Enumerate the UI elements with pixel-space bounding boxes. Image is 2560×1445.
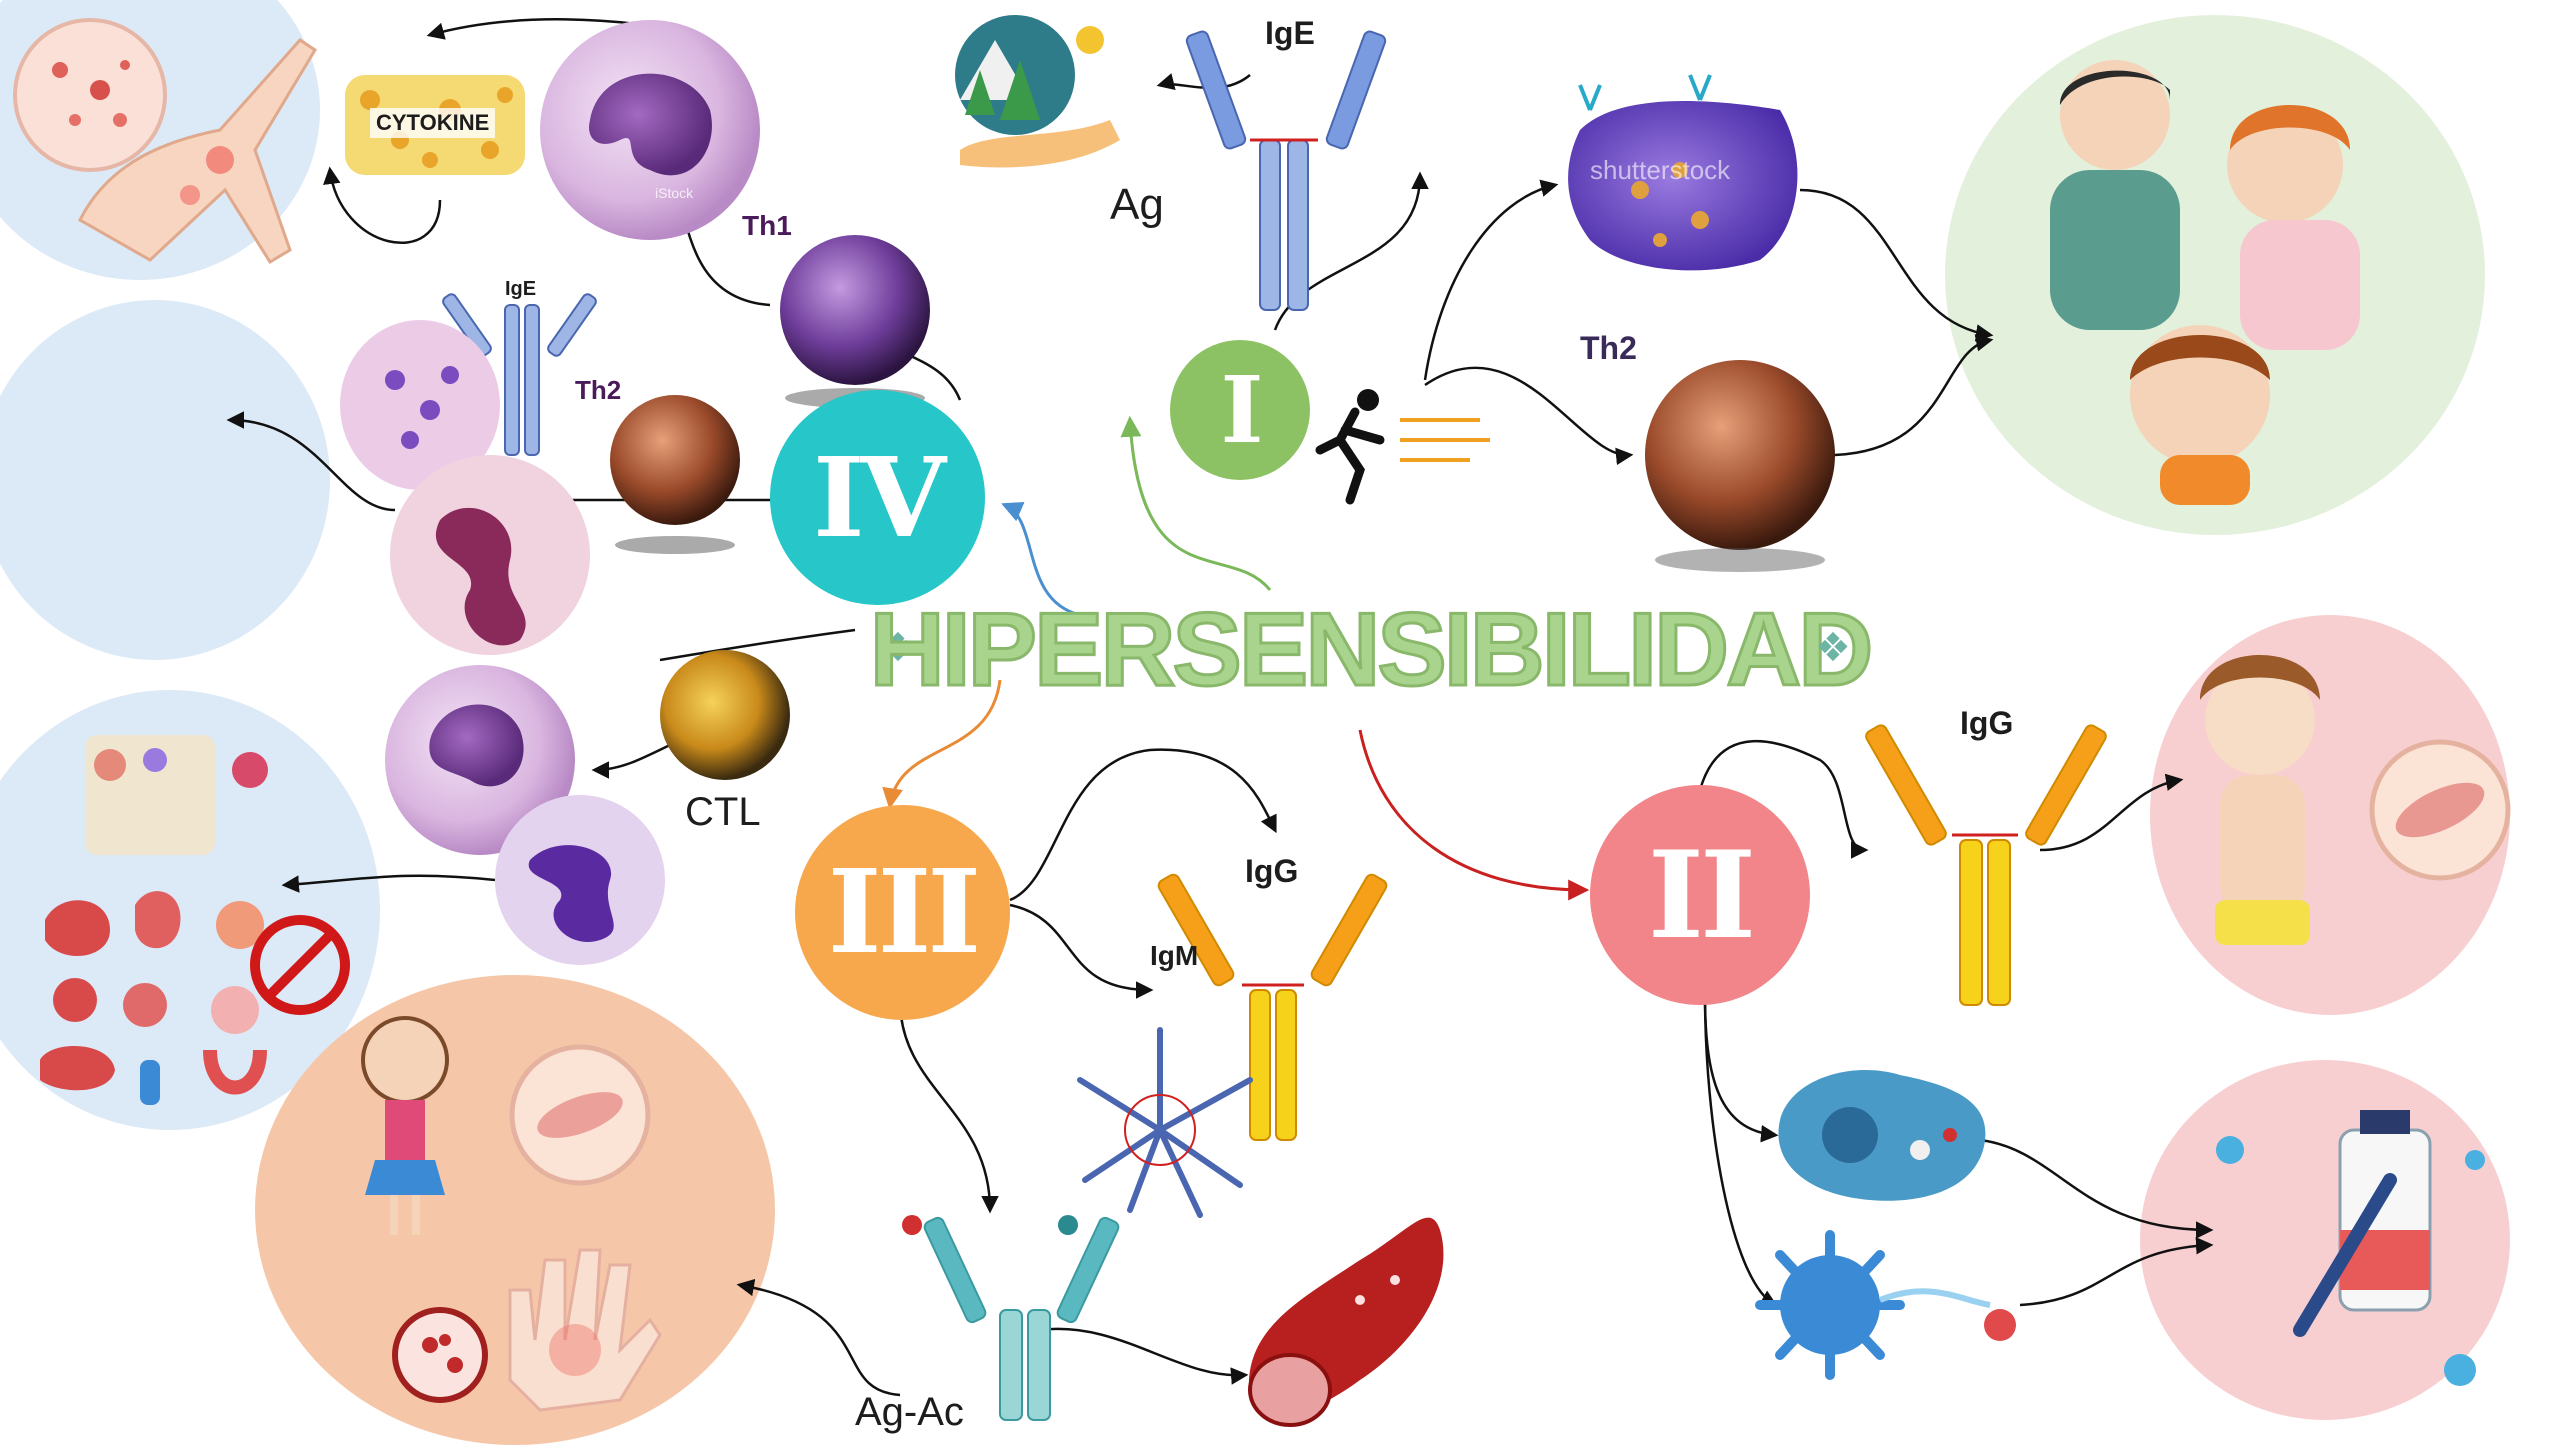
blood-vessel-section-icon <box>395 1310 485 1400</box>
running-figure-icon <box>1320 389 1490 500</box>
ige-top-label: IgE <box>1265 15 1315 52</box>
ige-antibody-icon <box>1185 30 1387 310</box>
page-title: HIPERSENSIBILIDAD <box>900 590 1840 710</box>
antigen-landscape-icon <box>955 15 1120 167</box>
title-right-ornament: ❖ <box>1815 625 1851 671</box>
neutrophil-lower-cell-icon <box>495 795 665 965</box>
type-iii-node[interactable]: III <box>795 805 1010 1020</box>
th1-cell-icon <box>780 235 930 408</box>
ag-label: Ag <box>1110 180 1164 230</box>
type-ii-node[interactable]: II <box>1590 785 1810 1005</box>
igg-antibody-type3-icon <box>1156 873 1388 1140</box>
ctl-label: CTL <box>685 790 761 835</box>
neutrophil-cell-icon <box>390 455 590 655</box>
type-iv-node[interactable]: IV <box>770 390 985 605</box>
type-iii-numeral: III <box>828 845 977 980</box>
istock-watermark: iStock <box>655 185 693 201</box>
prohibited-icon <box>255 920 345 1010</box>
th2-left-label: Th2 <box>575 375 621 406</box>
igg-right-label: IgG <box>1960 705 2013 742</box>
phagocyte-cell-icon <box>1778 1070 1985 1201</box>
ag-ac-label: Ag-Ac <box>855 1390 964 1435</box>
igg-mid-label: IgG <box>1245 853 1298 890</box>
girl-rash-icon <box>363 1018 648 1235</box>
ige-small-label: IgE <box>505 278 536 301</box>
sick-boy-icon <box>2200 655 2508 945</box>
type-i-numeral: I <box>1220 356 1259 464</box>
th2-right-cell-icon <box>1645 360 1835 572</box>
rash-hand-icon <box>510 1250 660 1410</box>
igm-pentamer-icon <box>1080 1030 1250 1215</box>
th1-label: Th1 <box>742 210 792 242</box>
blood-vessel-icon <box>1249 1218 1444 1425</box>
ctl-cell-icon <box>660 650 790 780</box>
organs-icon <box>40 735 268 1105</box>
igm-label: IgM <box>1150 940 1198 972</box>
igg-antibody-type2-icon <box>1864 723 2108 1005</box>
nk-cell-icon <box>1760 1235 2016 1375</box>
type-i-node[interactable]: I <box>1170 340 1310 480</box>
rash-skin-icon <box>15 20 165 170</box>
type-iv-numeral: IV <box>813 433 942 562</box>
vaccine-vial-icon <box>2216 1110 2485 1386</box>
allergy-kids-icon <box>2050 60 2360 505</box>
macrophage-cell-icon <box>540 20 760 240</box>
shutterstock-watermark: shutterstock <box>1590 155 1730 186</box>
th2-right-label: Th2 <box>1580 330 1637 367</box>
type-ii-numeral: II <box>1648 825 1752 966</box>
cytokine-label: CYTOKINE <box>370 108 495 138</box>
th2-left-cell-icon <box>610 395 740 554</box>
